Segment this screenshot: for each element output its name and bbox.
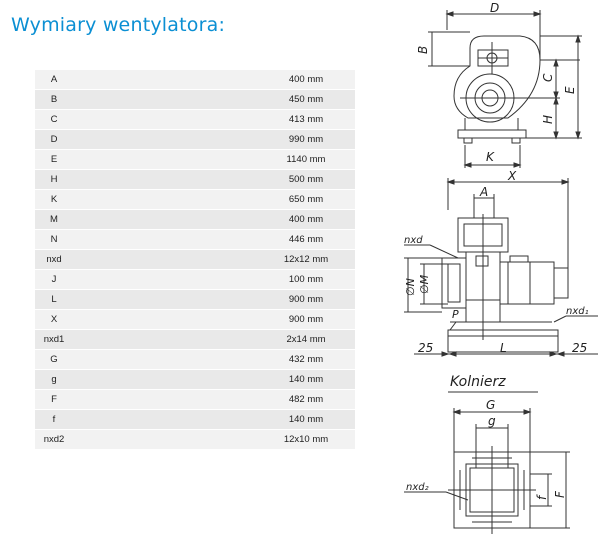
table-row: D 990 mm: [35, 129, 355, 150]
label-E: E: [563, 86, 577, 94]
label-f: f: [535, 494, 549, 500]
dimension-symbol: D: [50, 134, 58, 145]
dimension-symbol: G: [50, 354, 58, 365]
flange-drawing: Kolnierz G g nxd₂: [404, 374, 570, 534]
dimension-symbol: C: [50, 114, 58, 125]
dimension-symbol: F: [51, 394, 57, 405]
label-H: H: [541, 115, 555, 124]
table-row: K 650 mm: [35, 189, 355, 210]
table-row: nxd2 12x10 mm: [35, 429, 355, 450]
dimension-value: 432 mm: [139, 349, 355, 370]
page-title: Wymiary wentylatora:: [11, 14, 226, 36]
dimension-value: 482 mm: [139, 389, 355, 410]
dimension-value: 100 mm: [139, 269, 355, 290]
dimension-symbol: f: [52, 414, 56, 425]
dimension-symbol: H: [50, 174, 58, 185]
side-view-drawing: X A nx: [404, 169, 598, 357]
label-25-left: 25: [418, 341, 433, 355]
dimension-symbol: B: [50, 94, 58, 105]
table-row: N 446 mm: [35, 229, 355, 250]
label-N: ∅N: [404, 278, 417, 296]
table-row: H 500 mm: [35, 169, 355, 190]
front-view-drawing: D B K: [416, 1, 582, 168]
dimension-value: 400 mm: [139, 209, 355, 230]
technical-drawings: D B K: [390, 0, 600, 538]
dimension-symbol: E: [50, 154, 58, 165]
table-row: A 400 mm: [35, 70, 355, 90]
dimension-value: 12x10 mm: [139, 429, 355, 450]
table-row: L 900 mm: [35, 289, 355, 310]
label-P: P: [452, 308, 459, 321]
table-row: E 1140 mm: [35, 149, 355, 170]
dimension-symbol: X: [50, 314, 58, 325]
dimension-symbol: g: [51, 374, 57, 385]
table-row: G 432 mm: [35, 349, 355, 370]
table-row: f 140 mm: [35, 409, 355, 430]
label-F: F: [553, 490, 567, 498]
dimension-value: 1140 mm: [139, 149, 355, 170]
label-D: D: [490, 1, 499, 15]
label-X: X: [507, 169, 517, 183]
dimension-symbol: K: [50, 194, 58, 205]
table-row: B 450 mm: [35, 89, 355, 110]
label-g: g: [488, 414, 496, 428]
table-row: M 400 mm: [35, 209, 355, 230]
dimensions-table: A 400 mm B 450 mm C 413 mm D 990 mm E 1140 mm H 500…: [35, 70, 355, 450]
label-nxd1: nxd₁: [566, 306, 589, 317]
dimension-value: 900 mm: [139, 289, 355, 310]
label-G: G: [486, 398, 495, 412]
dimension-value: 140 mm: [139, 369, 355, 390]
label-C: C: [541, 73, 555, 82]
dimension-symbol: N: [50, 234, 58, 245]
dimension-symbol: nxd: [46, 254, 62, 265]
table-row: nxd1 2x14 mm: [35, 329, 355, 350]
dimension-symbol: nxd2: [43, 434, 65, 445]
dimension-symbol: L: [51, 294, 57, 305]
label-L: L: [500, 341, 507, 355]
flange-title: Kolnierz: [450, 374, 506, 390]
dimension-value: 450 mm: [139, 89, 355, 110]
label-nxd2: nxd₂: [406, 482, 429, 493]
label-M: ∅M: [418, 274, 431, 294]
table-row: C 413 mm: [35, 109, 355, 130]
dimension-value: 900 mm: [139, 309, 355, 330]
dimension-value: 650 mm: [139, 189, 355, 210]
table-row: g 140 mm: [35, 369, 355, 390]
dimension-value: 990 mm: [139, 129, 355, 150]
dimension-value: 12x12 mm: [139, 249, 355, 270]
dimension-value: 140 mm: [139, 409, 355, 430]
dimension-value: 500 mm: [139, 169, 355, 190]
table-row: F 482 mm: [35, 389, 355, 410]
dimension-value: 400 mm: [139, 70, 355, 90]
label-nxd: nxd: [404, 235, 423, 246]
label-25-right: 25: [572, 341, 587, 355]
dimension-symbol: J: [51, 274, 57, 285]
dimension-value: 413 mm: [139, 109, 355, 130]
dimension-value: 446 mm: [139, 229, 355, 250]
dimension-symbol: A: [50, 74, 58, 85]
label-K: K: [486, 150, 495, 164]
table-row: nxd 12x12 mm: [35, 249, 355, 270]
dimension-symbol: nxd1: [43, 334, 65, 345]
label-A: A: [479, 185, 488, 199]
table-row: J 100 mm: [35, 269, 355, 290]
dimension-value: 2x14 mm: [139, 329, 355, 350]
label-B: B: [416, 46, 430, 54]
table-row: X 900 mm: [35, 309, 355, 330]
dimension-symbol: M: [50, 214, 58, 225]
